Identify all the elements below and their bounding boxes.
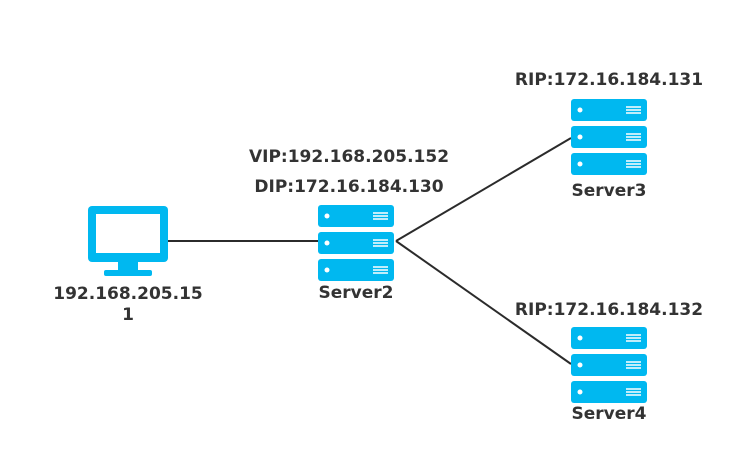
server3-rip: RIP:172.16.184.131 bbox=[515, 70, 703, 90]
server3-name: Server3 bbox=[572, 181, 647, 201]
server2-dip: DIP:172.16.184.130 bbox=[254, 177, 443, 197]
server4-rip: RIP:172.16.184.132 bbox=[515, 300, 703, 320]
server2-vip: VIP:192.168.205.152 bbox=[249, 147, 449, 167]
link-server2-server3 bbox=[395, 137, 572, 242]
server-icon bbox=[571, 327, 647, 403]
client-ip-line1: 192.168.205.15 bbox=[53, 284, 203, 304]
link-server2-server4 bbox=[395, 240, 572, 365]
server-icon bbox=[318, 205, 394, 281]
client-ip-line2: 1 bbox=[122, 305, 134, 325]
monitor-icon bbox=[88, 206, 168, 276]
server-icon bbox=[571, 99, 647, 175]
server4-name: Server4 bbox=[572, 404, 647, 424]
server2-name: Server2 bbox=[319, 283, 394, 303]
